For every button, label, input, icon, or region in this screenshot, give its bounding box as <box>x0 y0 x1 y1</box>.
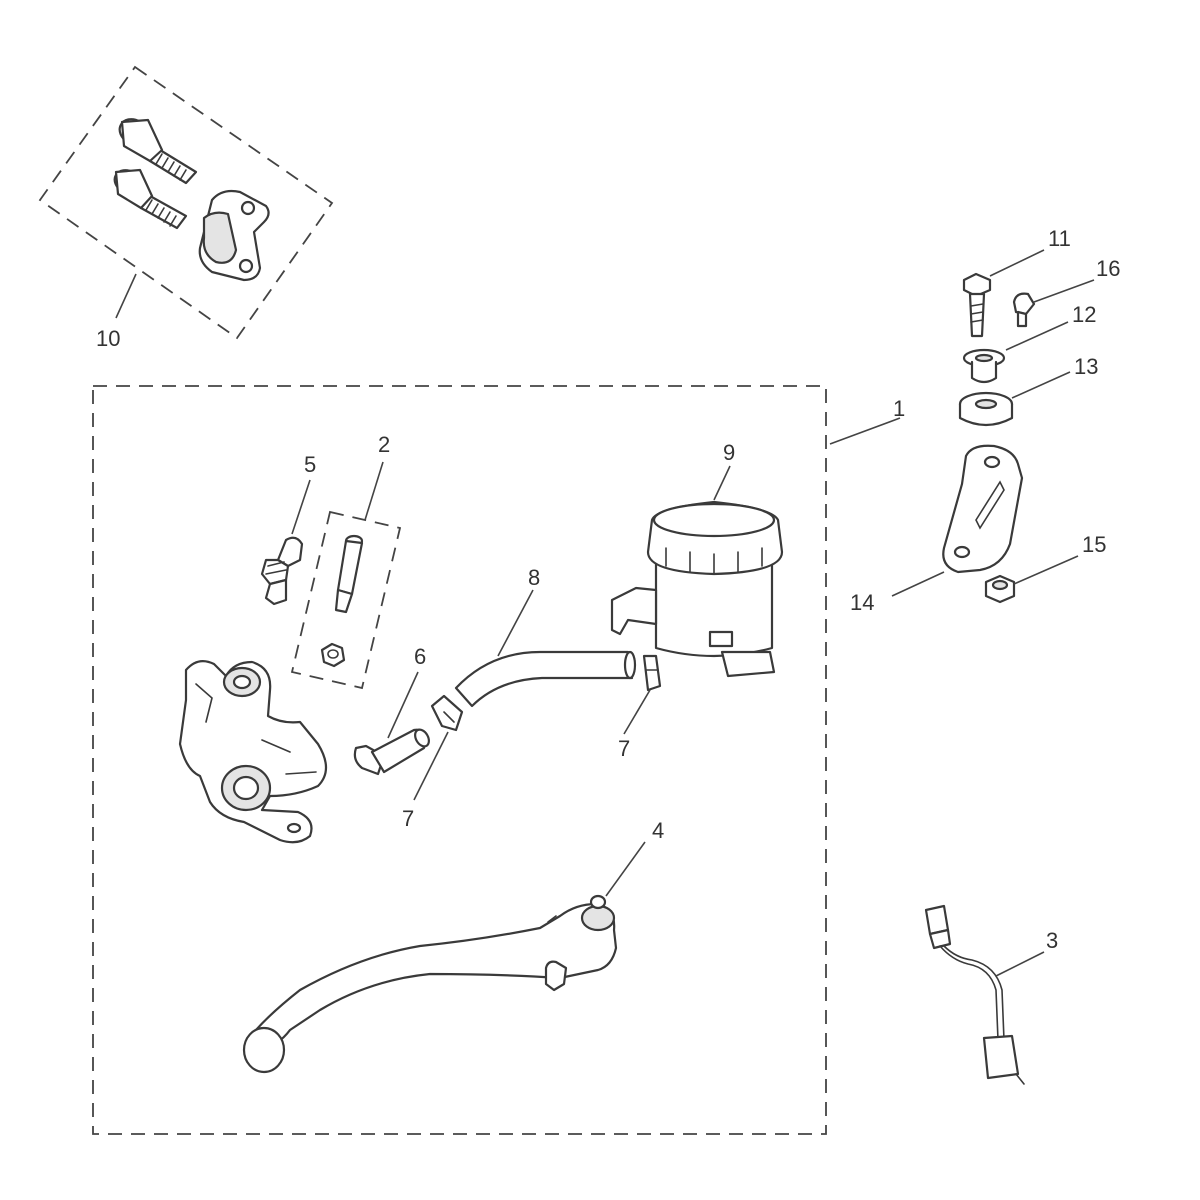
callout-4: 4 <box>652 818 664 843</box>
callout-6: 6 <box>414 644 426 669</box>
brake-lever-4 <box>242 894 618 1074</box>
callout-8: 8 <box>528 565 540 590</box>
callout-16: 16 <box>1096 256 1120 281</box>
callout-13: 13 <box>1074 354 1098 379</box>
callout-10: 10 <box>96 326 120 351</box>
callout-1: 1 <box>893 396 905 421</box>
callout-9: 9 <box>723 440 735 465</box>
callout-15: 15 <box>1082 532 1106 557</box>
handlebar-clamp <box>198 189 270 282</box>
assembly-1-dashed-boundary <box>92 385 827 1135</box>
callout-7-right: 7 <box>618 736 630 761</box>
nut-15 <box>984 574 1016 604</box>
pushrod <box>334 534 364 614</box>
clamp-bolt-upper <box>118 118 198 185</box>
reservoir-hose-8 <box>454 650 637 708</box>
callout-labels: 1 2 3 4 5 6 7 7 8 9 10 11 12 13 14 15 16 <box>96 226 1120 953</box>
grommet-13 <box>958 391 1014 427</box>
callout-5: 5 <box>304 452 316 477</box>
pushrod-kit-2 <box>290 510 402 690</box>
callout-7-left: 7 <box>402 806 414 831</box>
clamp-bolt-lower <box>113 168 188 230</box>
bolt-11 <box>962 272 992 338</box>
callout-11: 11 <box>1048 226 1071 251</box>
brake-switch-3 <box>924 904 1025 1085</box>
hose-clip-7-right <box>642 654 662 692</box>
leader-lines <box>115 249 1095 977</box>
pushrod-kit-dashed-boundary <box>290 510 402 690</box>
kit-10-clamp-bolts <box>38 65 334 340</box>
callout-3: 3 <box>1046 928 1058 953</box>
collar-12 <box>962 348 1006 384</box>
fluid-reservoir-9 <box>610 500 784 678</box>
master-cylinder-body <box>178 659 328 844</box>
pushrod-nut <box>320 642 346 668</box>
hose-elbow-6 <box>353 728 430 776</box>
screw-16 <box>1012 292 1036 328</box>
fitting-5 <box>260 536 304 606</box>
reservoir-bracket-14 <box>942 444 1024 574</box>
hose-clip-7-left <box>430 694 464 732</box>
callout-12: 12 <box>1072 302 1096 327</box>
callout-14: 14 <box>850 590 874 615</box>
kit-10-dashed-boundary <box>38 65 334 340</box>
callout-2: 2 <box>378 432 390 457</box>
